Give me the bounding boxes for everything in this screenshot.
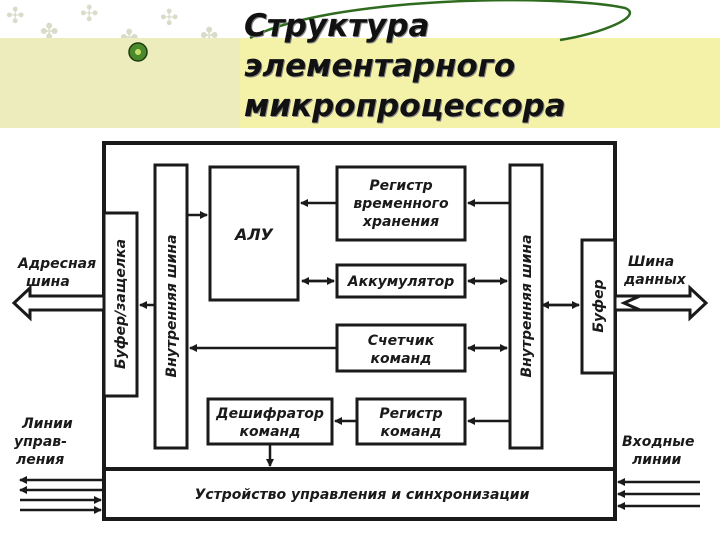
data-bus-label-2: данных xyxy=(623,272,687,288)
temp-register-label-1: Регистр xyxy=(369,178,432,194)
program-counter-label-2: команд xyxy=(371,351,432,367)
instruction-register-label-1: Регистр xyxy=(379,406,442,422)
buffer-label: Буфер xyxy=(591,279,607,332)
buffer-latch-label: Буфер/защелка xyxy=(113,239,129,369)
input-lines-label-1: Входные xyxy=(622,434,694,450)
internal-bus-left-label: Внутренняя шина xyxy=(164,234,180,377)
control-lines-label-2: управ- xyxy=(14,434,67,450)
accumulator-label: Аккумулятор xyxy=(347,274,455,290)
decoder-label-2: команд xyxy=(240,424,301,440)
control-lines-label-1: Линии xyxy=(21,416,73,432)
alu-label: АЛУ xyxy=(233,225,274,244)
control-lines-label-3: ления xyxy=(16,452,64,468)
data-bus-label-1: Шина xyxy=(628,254,674,270)
address-bus-label-2: шина xyxy=(26,274,70,290)
temp-register-label-3: хранения xyxy=(362,214,439,230)
decoder-label-1: Дешифратор xyxy=(215,406,324,422)
address-bus-arrow xyxy=(14,288,104,318)
internal-bus-right-label: Внутренняя шина xyxy=(519,234,535,377)
input-lines-label-2: линии xyxy=(632,452,682,468)
instruction-register-label-2: команд xyxy=(381,424,442,440)
program-counter-label-1: Счетчик xyxy=(368,333,435,349)
control-unit-label: Устройство управления и синхронизации xyxy=(195,487,530,503)
address-bus-label-1: Адресная xyxy=(17,256,96,272)
temp-register-label-2: временного xyxy=(353,196,449,212)
data-bus-arrow-right xyxy=(615,288,706,318)
